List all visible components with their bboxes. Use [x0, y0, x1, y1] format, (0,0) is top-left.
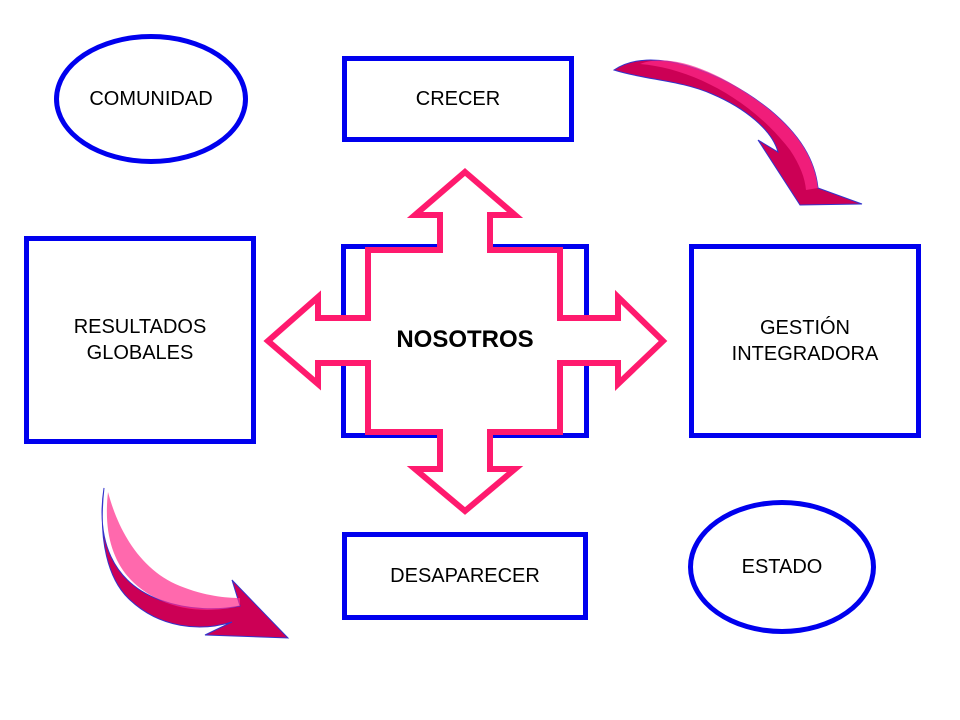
- node-estado-label: ESTADO: [741, 556, 823, 578]
- curved-arrow-top-right: [612, 59, 863, 206]
- node-estado: ESTADO: [688, 500, 876, 634]
- node-resultados-globales: RESULTADOS GLOBALES: [24, 236, 256, 444]
- node-gestion-integradora-label: GESTIÓN INTEGRADORA: [731, 317, 879, 365]
- node-desaparecer-label: DESAPARECER: [390, 565, 540, 587]
- node-desaparecer: DESAPARECER: [342, 532, 588, 620]
- node-comunidad: COMUNIDAD: [54, 34, 248, 164]
- node-resultados-globales-label: RESULTADOS GLOBALES: [73, 316, 207, 364]
- node-crecer-label: CRECER: [415, 88, 501, 110]
- node-comunidad-label: COMUNIDAD: [89, 88, 213, 110]
- node-crecer: CRECER: [342, 56, 574, 142]
- curved-arrow-bottom-left: [101, 487, 290, 639]
- node-nosotros-label: NOSOTROS: [396, 326, 534, 353]
- node-gestion-integradora: GESTIÓN INTEGRADORA: [689, 244, 921, 438]
- four-way-arrow: [263, 168, 668, 515]
